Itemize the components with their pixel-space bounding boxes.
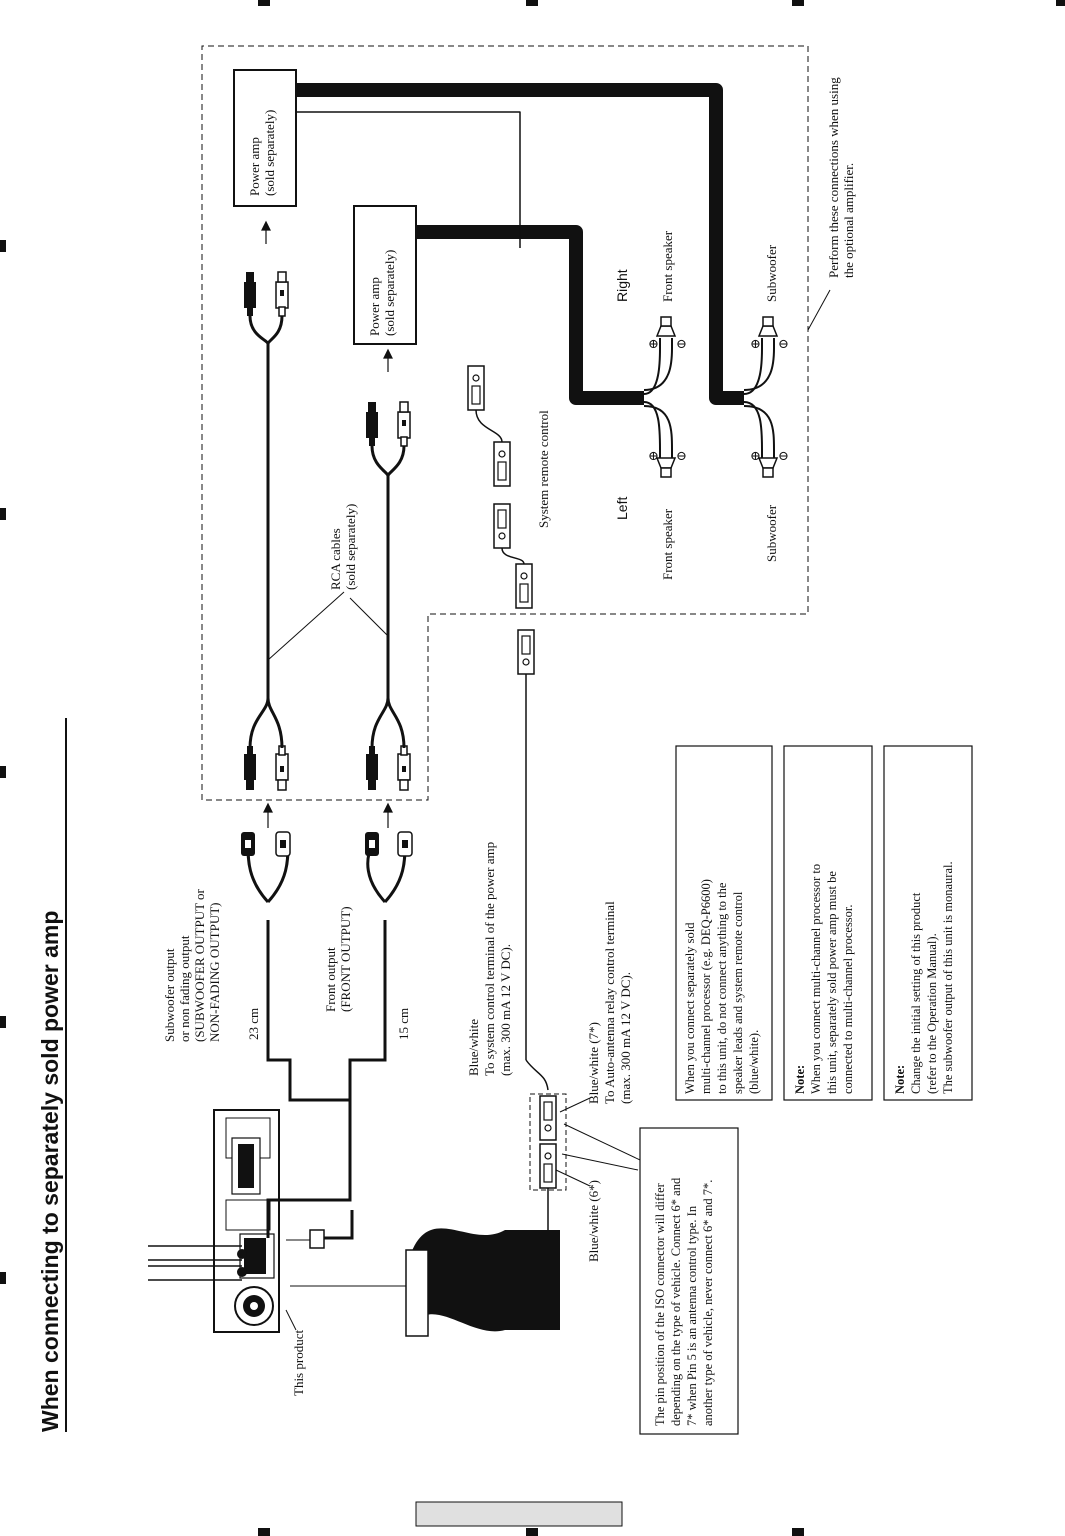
polarity-plus: ⊕: [750, 448, 761, 463]
rca-label-2: (sold separately): [343, 504, 358, 590]
blue-white-6: Blue/white (6*): [586, 1180, 601, 1262]
sub-output-1: Subwoofer output: [162, 948, 177, 1042]
rca-leaders: [267, 591, 389, 661]
power-amp-mid-label-1: Power amp: [367, 277, 382, 336]
blue-white-remote-3: (max. 300 mA 12 V DC).: [498, 944, 513, 1076]
power-amp-top-label-1: Power amp: [247, 137, 262, 196]
amp-arrows: [261, 220, 393, 372]
blue-white-remote-2: To system control terminal of the power …: [482, 842, 497, 1076]
blue-white-7-2: To Auto-antenna relay control terminal: [602, 901, 617, 1104]
cable-ferrule: [309, 1229, 325, 1249]
rca-cables: [248, 315, 406, 749]
this-product-label: This product: [291, 1330, 306, 1396]
sub-output-2: or non fading output: [177, 935, 192, 1042]
polarity-plus: ⊕: [648, 336, 659, 351]
box1-2: multi-channel processor (e.g. DEQ-P6600): [699, 879, 713, 1094]
this-product-leader: [285, 1309, 297, 1331]
box1-4: speaker leads and system remote control: [731, 891, 745, 1094]
box2-1: When you connect multi-channel processor…: [809, 864, 823, 1094]
output-cables: [246, 844, 407, 1240]
head-unit: [213, 1109, 280, 1333]
iso-harness: [286, 1228, 560, 1337]
polarity-minus: ⊖: [676, 336, 687, 351]
blue-white-7-1: Blue/white (7*): [586, 1022, 601, 1104]
box2-2: this unit, separately sold power amp mus…: [825, 871, 839, 1094]
polarity-minus: ⊖: [676, 448, 687, 463]
front-speaker-left-label: Front speaker: [660, 508, 675, 580]
polarity-plus: ⊕: [648, 448, 659, 463]
multi-channel-note-box: [783, 745, 873, 1101]
box3-title: Note:: [893, 1065, 907, 1094]
output-arrows: [263, 802, 393, 828]
blue-white-remote-1: Blue/white: [466, 1019, 481, 1076]
front-cable-length: 15 cm: [396, 1008, 411, 1040]
connector-group-box: [529, 1093, 567, 1191]
polarity-plus: ⊕: [750, 336, 761, 351]
iso-note-2: depending on the type of vehicle. Connec…: [669, 1177, 683, 1426]
subwoofer-right-label: Subwoofer: [764, 244, 779, 302]
subwoofer-left-label: Subwoofer: [764, 504, 779, 562]
power-amp-mid-label-2: (sold separately): [382, 250, 397, 336]
perform-note-leader: [807, 289, 831, 331]
power-amp-top: [233, 69, 297, 207]
box2-3: connected to multi-channel processor.: [841, 904, 855, 1094]
connector-leaders: [555, 1097, 641, 1187]
blue-white-7-3: (max. 300 mA 12 V DC).: [618, 972, 633, 1104]
left-label: Left: [614, 497, 630, 520]
front-output-1: Front output: [323, 947, 338, 1012]
box3-1: Change the initial setting of this produ…: [909, 892, 923, 1094]
antenna-cables: [148, 1245, 242, 1281]
front-speaker-right-label: Front speaker: [660, 230, 675, 302]
polarity-minus: ⊖: [778, 336, 789, 351]
rca-label-1: RCA cables: [328, 528, 343, 590]
right-label: Right: [614, 269, 630, 302]
iso-note-box: [639, 1127, 739, 1435]
sub-cable-length: 23 cm: [246, 1008, 261, 1040]
perform-note-2: the optional amplifier.: [841, 163, 856, 278]
sub-output-4: NON-FADING OUTPUT): [207, 903, 222, 1043]
speaker-cables: [296, 83, 744, 405]
box3-2: (refer to the Operation Manual).: [925, 933, 939, 1094]
iso-note-4: another type of vehicle, never connect 6…: [701, 1180, 715, 1426]
box1-5: (blue/white).: [747, 1030, 761, 1094]
page-title: When connecting to separately sold power…: [37, 911, 63, 1432]
polarity-marks: ⊕ ⊖ ⊕ ⊖ ⊕ ⊖ ⊕ ⊖: [648, 336, 789, 463]
sub-output-3: (SUBWOOFER OUTPUT or: [192, 888, 207, 1042]
iso-note-3: 7* when Pin 5 is an antenna control type…: [685, 1205, 699, 1426]
footer-bar: [415, 1501, 623, 1527]
power-amp-top-label-2: (sold separately): [262, 110, 277, 196]
front-output-2: (FRONT OUTPUT): [338, 906, 353, 1012]
iso-note-1: The pin position of the ISO connector wi…: [653, 1182, 667, 1426]
processor-note-box: [675, 745, 773, 1101]
polarity-minus: ⊖: [778, 448, 789, 463]
power-amp-mid: [353, 205, 417, 345]
box1-1: When you connect separately sold: [683, 922, 697, 1094]
box2-title: Note:: [793, 1065, 807, 1094]
initial-setting-note-box: [883, 745, 973, 1101]
optional-amp-region: [201, 45, 809, 801]
box1-3: to this unit, do not connect anything to…: [715, 882, 729, 1094]
box3-3: The subwoofer output of this unit is mon…: [941, 861, 955, 1094]
perform-note-1: Perform these connections when using: [826, 77, 841, 278]
speaker-splits: [643, 338, 775, 458]
system-remote-label: System remote control: [536, 410, 551, 528]
